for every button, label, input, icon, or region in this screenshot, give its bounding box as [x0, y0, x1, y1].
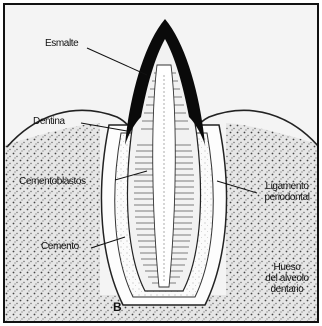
label-bone-line1: Hueso [259, 262, 315, 273]
label-periodontal-line2: periodontal [257, 192, 317, 203]
label-dentin: Dentina [33, 116, 65, 127]
label-bone-line3: dentario [259, 284, 315, 295]
alveolar-bone [5, 123, 100, 323]
label-periodontal-ligament: Ligamento periodontal [257, 181, 317, 203]
label-alveolar-bone: Hueso del alveolo dentario [259, 262, 315, 295]
label-cementum: Cemento [41, 241, 79, 252]
label-cementoblasts: Cementoblastos [19, 176, 86, 187]
panel-letter: B [113, 302, 121, 313]
label-periodontal-line1: Ligamento [257, 181, 317, 192]
label-enamel: Esmalte [45, 38, 78, 49]
label-bone-line2: del alveolo [259, 273, 315, 284]
tooth-anatomy-figure: Esmalte Dentina Cementoblastos Ligamento… [3, 3, 319, 323]
